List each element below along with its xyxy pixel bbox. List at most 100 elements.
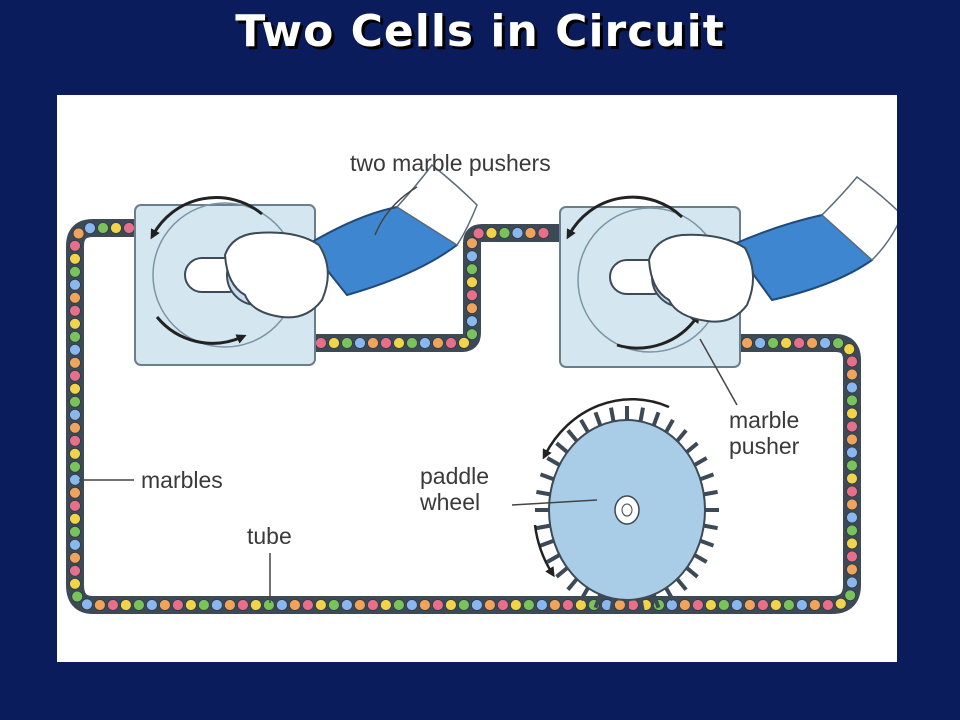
marble-icon xyxy=(767,337,779,349)
rotation-arrow-icon xyxy=(155,316,247,345)
marble-icon xyxy=(69,291,81,304)
marble-icon xyxy=(793,337,805,349)
paddle xyxy=(638,407,645,422)
marble-icon xyxy=(806,337,818,349)
marble-icon xyxy=(69,395,81,408)
label-marble-pusher-line2: pusher xyxy=(729,433,800,459)
leader-marble-pusher xyxy=(699,338,738,406)
marble-icon xyxy=(69,486,81,499)
label-paddle-wheel-line1: paddle xyxy=(420,463,490,489)
marble-icon xyxy=(846,472,858,485)
marble-icon xyxy=(210,599,223,611)
rotation-arrow-icon xyxy=(566,195,684,240)
marble-icon xyxy=(110,222,122,234)
label-marble-pusher-line1: marble xyxy=(729,407,800,433)
marble-icon xyxy=(843,343,856,356)
marble-icon xyxy=(627,599,639,611)
marble-icon xyxy=(340,599,353,611)
marble-icon xyxy=(731,599,743,611)
paddle xyxy=(699,472,715,482)
marble-icon xyxy=(236,599,249,611)
marble-icon xyxy=(718,599,730,611)
marble-icon xyxy=(159,599,171,611)
marble-icon xyxy=(69,278,81,291)
marble-icon xyxy=(741,337,753,349)
paddle xyxy=(566,429,579,443)
paddle xyxy=(546,553,561,564)
marble-icon xyxy=(223,599,236,611)
paddle xyxy=(693,456,708,467)
marble-icon xyxy=(535,599,548,611)
marble-icon xyxy=(846,407,858,420)
marble-icon xyxy=(496,599,509,611)
marble-icon xyxy=(288,599,301,611)
marbles-group xyxy=(69,222,858,611)
marble-icon xyxy=(69,356,81,369)
paddle xyxy=(539,472,555,482)
marble-icon xyxy=(262,599,275,611)
marble-icon xyxy=(315,337,327,349)
rotation-arrow-icon xyxy=(616,312,700,350)
marble-icon xyxy=(69,447,81,460)
marble-icon xyxy=(146,599,158,611)
marble-icon xyxy=(94,599,106,611)
paddle xyxy=(536,489,551,497)
marble-icon xyxy=(275,599,288,611)
marble-icon xyxy=(380,337,392,349)
marble-icon xyxy=(846,576,858,589)
marble-icon xyxy=(69,265,81,278)
marble-icon xyxy=(524,227,537,239)
marble-icon xyxy=(537,227,550,239)
marble-icon xyxy=(69,473,81,486)
marble-icon xyxy=(846,524,858,537)
marble-icon xyxy=(301,599,314,611)
marble-icon xyxy=(844,589,857,602)
marble-icon xyxy=(846,537,858,550)
marble-icon xyxy=(846,368,858,381)
marble-icon xyxy=(69,538,81,551)
paddle-wheel-icon xyxy=(533,397,719,614)
marble-icon xyxy=(509,599,522,611)
marble-icon xyxy=(466,302,478,315)
marble-icon xyxy=(327,599,340,611)
marble-icon xyxy=(184,599,197,611)
marble-icon xyxy=(483,599,496,611)
marble-icon xyxy=(822,599,834,611)
marble-icon xyxy=(172,599,184,611)
paddle xyxy=(685,441,699,454)
marble-icon xyxy=(770,599,782,611)
marble-icon xyxy=(69,239,81,252)
rotation-arrow-icon xyxy=(533,524,555,578)
marble-icon xyxy=(466,237,478,250)
marble-icon xyxy=(69,551,81,564)
marble-icon xyxy=(71,590,84,603)
marble-icon xyxy=(419,337,431,349)
marble-icon xyxy=(522,599,535,611)
marble-icon xyxy=(406,337,418,349)
paddle xyxy=(555,441,569,454)
paddle xyxy=(699,538,715,548)
paddle xyxy=(675,429,688,443)
marble-icon xyxy=(392,599,405,611)
paddle xyxy=(536,523,551,531)
marble-icon xyxy=(341,337,353,349)
marble-icon xyxy=(197,599,210,611)
marble-icon xyxy=(846,485,858,498)
paddle xyxy=(609,598,616,613)
marble-icon xyxy=(69,408,81,421)
marble-icon xyxy=(744,599,756,611)
marble-icon xyxy=(846,563,858,576)
marble-icon xyxy=(69,330,81,343)
marble-icon xyxy=(666,599,678,611)
marble-icon xyxy=(809,599,821,611)
marble-icon xyxy=(457,599,470,611)
marble-icon xyxy=(846,459,858,472)
paddle xyxy=(579,586,590,602)
paddle xyxy=(693,553,708,564)
label-tube: tube xyxy=(247,523,292,549)
marble-icon xyxy=(783,599,795,611)
paddle xyxy=(651,411,661,427)
marble-icon xyxy=(393,337,405,349)
marble-icon xyxy=(69,369,81,382)
